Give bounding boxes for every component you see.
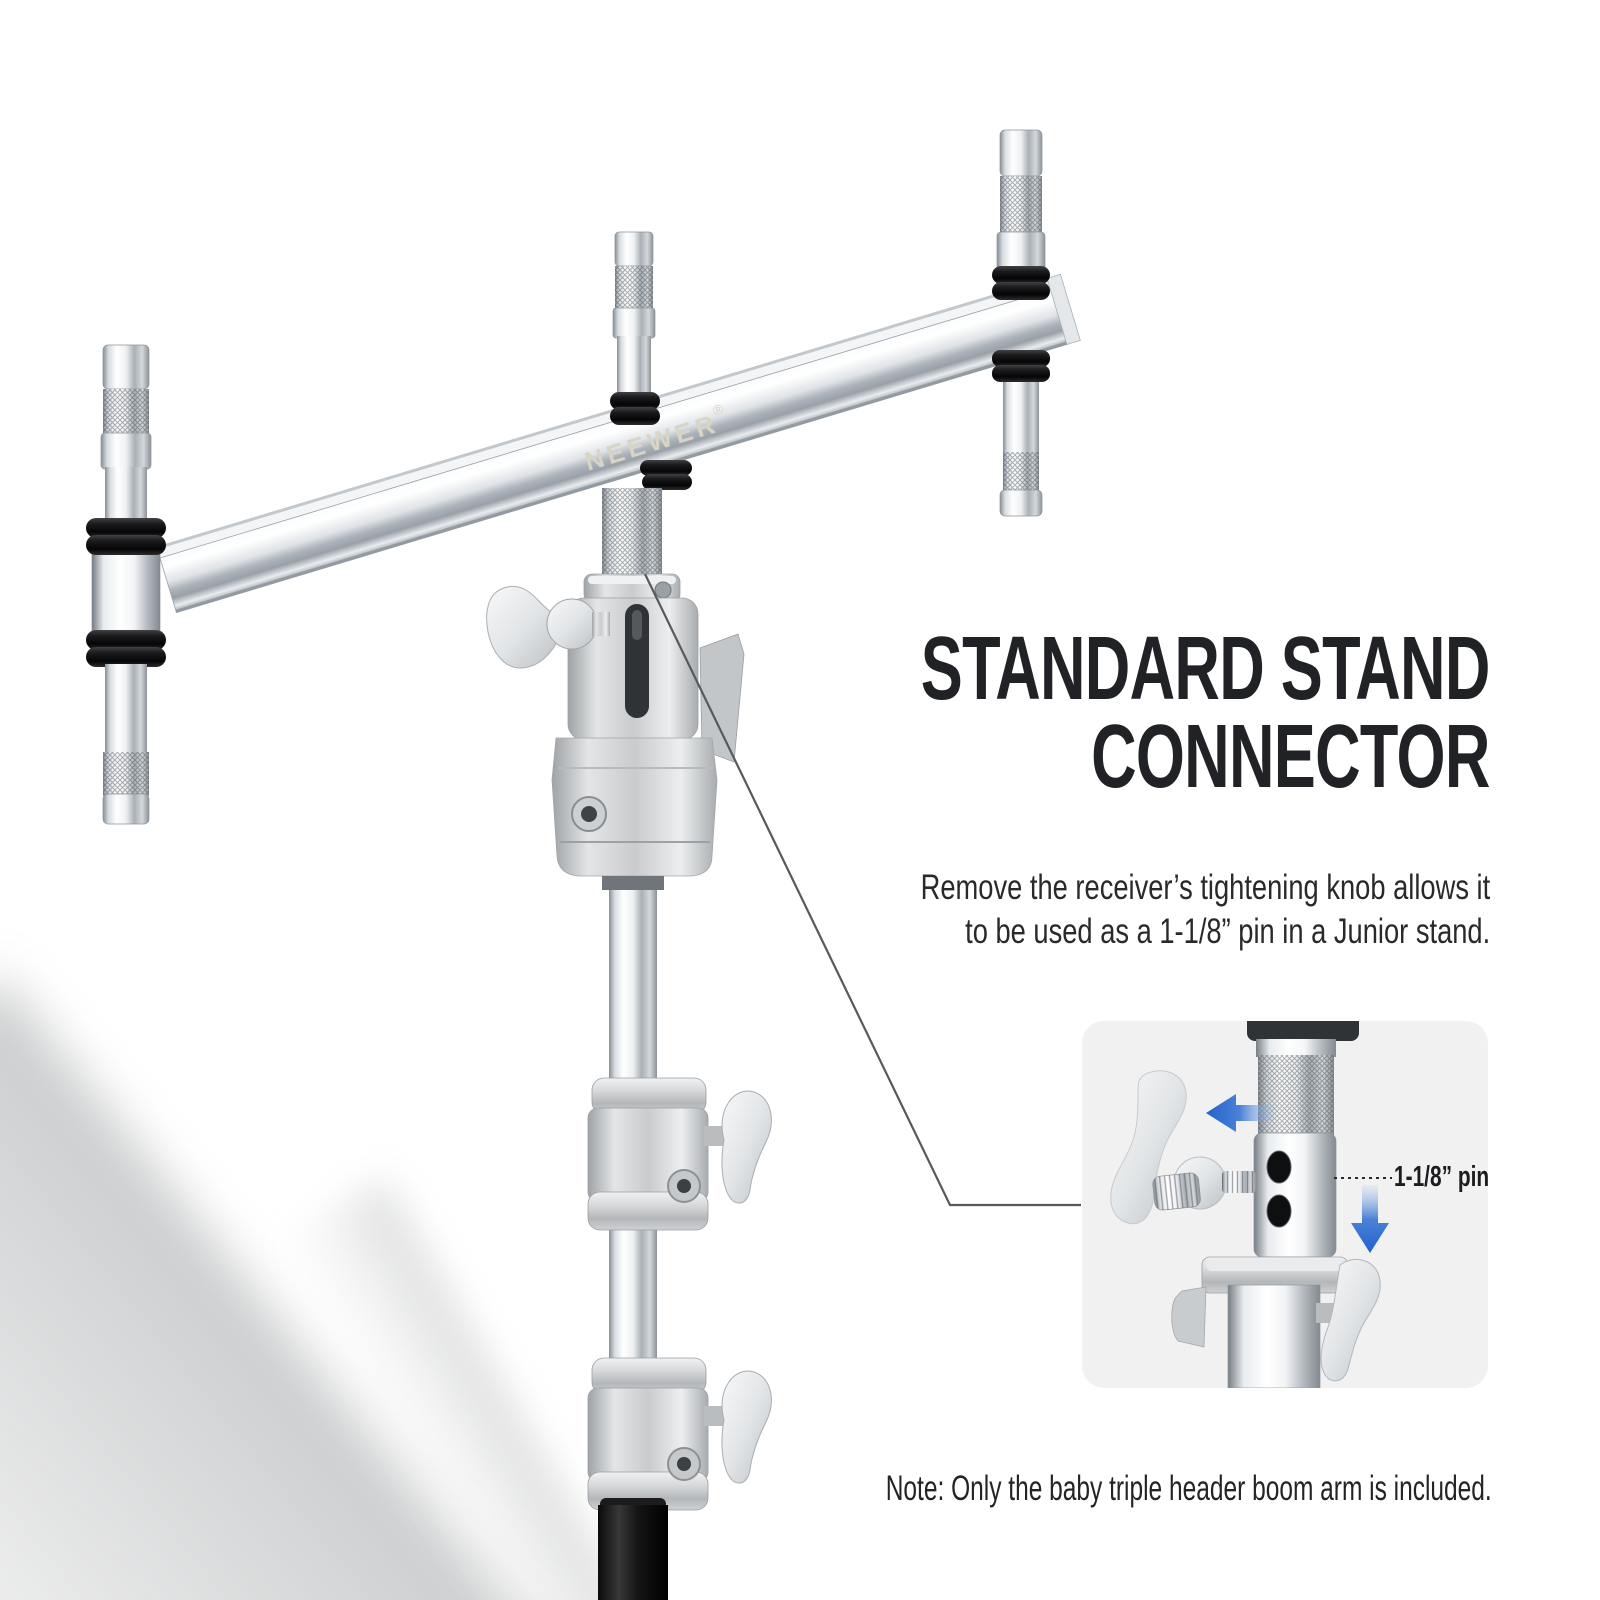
spigot — [602, 488, 662, 580]
included-note: Note: Only the baby triple header boom a… — [885, 1469, 1492, 1508]
tightening-knob — [1110, 1070, 1256, 1225]
arrow-down-icon — [1351, 1185, 1389, 1253]
arrow-left-icon — [1206, 1094, 1274, 1132]
stand-connector — [486, 573, 745, 890]
wing-knob-upper — [721, 1090, 772, 1204]
inset-illustration — [1110, 1021, 1392, 1388]
description-line-1: Remove the receiver’s tightening knob al… — [920, 868, 1490, 907]
baby-pin-center — [612, 231, 656, 420]
inset-detail-panel: 1-1/8” pin — [1082, 1021, 1488, 1388]
pole-clamp-lower — [587, 1357, 772, 1511]
black-pole-section — [598, 1498, 668, 1600]
rubber-o-rings-center — [610, 392, 692, 490]
headline-line-1: STANDARD STAND — [921, 619, 1491, 719]
baby-pin-left — [86, 344, 166, 825]
pole-clamp-upper — [587, 1077, 772, 1231]
locking-lever — [486, 586, 561, 669]
description: Remove the receiver’s tightening knob al… — [920, 866, 1490, 954]
wing-knob-lower — [721, 1370, 772, 1484]
rubber-o-rings-right — [992, 266, 1050, 382]
callout-line — [644, 573, 1081, 1207]
headline-line-2: CONNECTOR — [1091, 707, 1490, 807]
boom-arm: NEEWER ® — [156, 273, 1081, 614]
set-screw — [1152, 1172, 1201, 1211]
junior-stand-receiver — [1171, 1256, 1381, 1388]
pin-size-label: 1-1/8” pin — [1394, 1161, 1488, 1193]
page-title: STANDARD STAND CONNECTOR — [921, 619, 1491, 807]
description-line-2: to be used as a 1-1/8” pin in a Junior s… — [964, 912, 1490, 951]
